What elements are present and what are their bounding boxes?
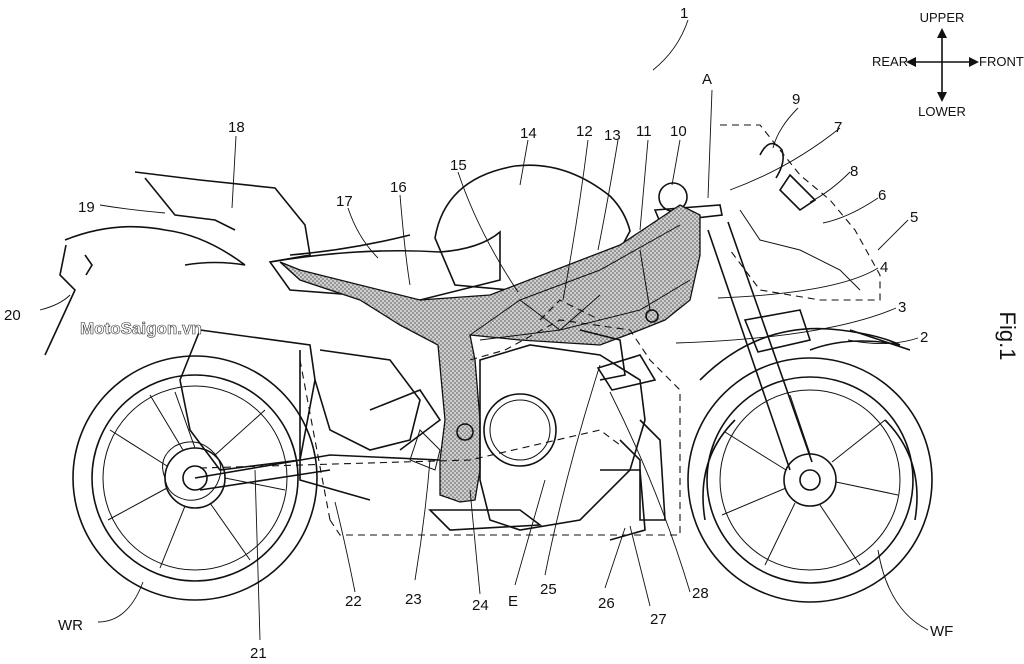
ref-label-14: 14: [520, 125, 537, 142]
ref-label-3: 3: [898, 299, 906, 316]
ref-label-8: 8: [850, 163, 858, 180]
ref-label-25: 25: [540, 581, 557, 598]
ref-label-20: 20: [4, 307, 21, 324]
figure-title: Fig.1: [995, 312, 1020, 361]
ref-label-13: 13: [604, 127, 621, 144]
rear-wheel: [72, 355, 318, 601]
ref-label-11: 11: [636, 123, 652, 140]
compass-front-label: FRONT: [979, 54, 1024, 69]
seat: [268, 230, 501, 301]
ref-label-26: 26: [598, 595, 615, 612]
engine: [428, 329, 666, 541]
front-wheel: [687, 357, 933, 603]
dashed-enclosure: [199, 299, 681, 536]
reference-labels: 1 A 9 7 8 6 5 4 3 2 10 11 13 12 14 15 16…: [4, 5, 953, 662]
leader-lines: [39, 19, 929, 641]
ref-label-WR: WR: [58, 617, 83, 634]
ref-label-17: 17: [336, 193, 353, 210]
compass-lower-label: LOWER: [918, 104, 966, 119]
ref-label-4: 4: [880, 259, 888, 276]
swingarm-exhaust: [179, 329, 442, 501]
ref-label-23: 23: [405, 591, 422, 608]
ref-label-5: 5: [910, 209, 918, 226]
ref-label-28: 28: [692, 585, 709, 602]
direction-compass: UPPER LOWER REAR FRONT: [872, 10, 1024, 119]
ref-label-22: 22: [345, 593, 362, 610]
fuel-tank: [434, 164, 631, 291]
ref-label-A: A: [702, 71, 712, 88]
ref-label-12: 12: [576, 123, 593, 140]
ref-label-16: 16: [390, 179, 407, 196]
ref-label-27: 27: [650, 611, 667, 628]
ref-label-24: 24: [472, 597, 489, 614]
ref-label-2: 2: [920, 329, 928, 346]
ref-label-6: 6: [878, 187, 886, 204]
ref-label-E: E: [508, 593, 518, 610]
front-fork: [699, 221, 911, 471]
ref-label-WF: WF: [930, 623, 953, 640]
front-cowl: [720, 124, 881, 301]
ref-label-21: 21: [250, 645, 267, 662]
ref-label-19: 19: [78, 199, 95, 216]
ref-label-10: 10: [670, 123, 687, 140]
watermark: MotoSaigon.vn: [80, 319, 202, 338]
ref-label-7: 7: [834, 119, 842, 136]
ref-label-18: 18: [228, 119, 245, 136]
ref-label-15: 15: [450, 157, 467, 174]
ref-label-9: 9: [792, 91, 800, 108]
compass-upper-label: UPPER: [920, 10, 965, 25]
compass-rear-label: REAR: [872, 54, 908, 69]
ref-label-1: 1: [680, 5, 688, 22]
tail-section: [44, 171, 311, 356]
